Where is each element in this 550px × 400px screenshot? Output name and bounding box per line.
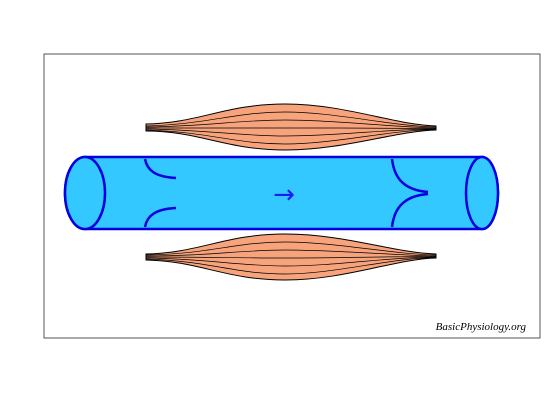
upper-muscle-fiber xyxy=(145,119,437,129)
upper-muscle-fiber xyxy=(145,111,437,128)
vein xyxy=(63,155,500,231)
vein-left-opening xyxy=(63,155,107,231)
valve-open-upper-leaflet xyxy=(143,158,177,180)
lower-muscle-fiber xyxy=(145,257,437,275)
valve-closed-lower-leaflet xyxy=(390,192,429,228)
lower-muscle-fiber xyxy=(145,256,437,267)
valve-closed-upper-leaflet xyxy=(390,158,429,194)
valve-closed xyxy=(390,158,429,228)
lower-muscle-fiber xyxy=(145,241,437,256)
credit-text: BasicPhysiology.org xyxy=(436,321,527,333)
lower-muscle-fiber xyxy=(145,256,437,259)
upper-muscle-fiber xyxy=(145,129,437,145)
vein-right-opening xyxy=(464,155,500,231)
valve-open xyxy=(143,158,177,228)
valve-open-lower-leaflet xyxy=(143,206,177,228)
upper-muscle-body xyxy=(145,103,437,151)
lower-muscle xyxy=(145,233,437,281)
upper-muscle-fiber xyxy=(145,128,437,137)
upper-muscle-fiber xyxy=(145,127,437,129)
lower-muscle-body xyxy=(145,233,437,281)
lower-muscle-fiber xyxy=(145,249,437,257)
upper-muscle xyxy=(145,103,437,151)
flow-arrow-icon: → xyxy=(273,180,295,210)
